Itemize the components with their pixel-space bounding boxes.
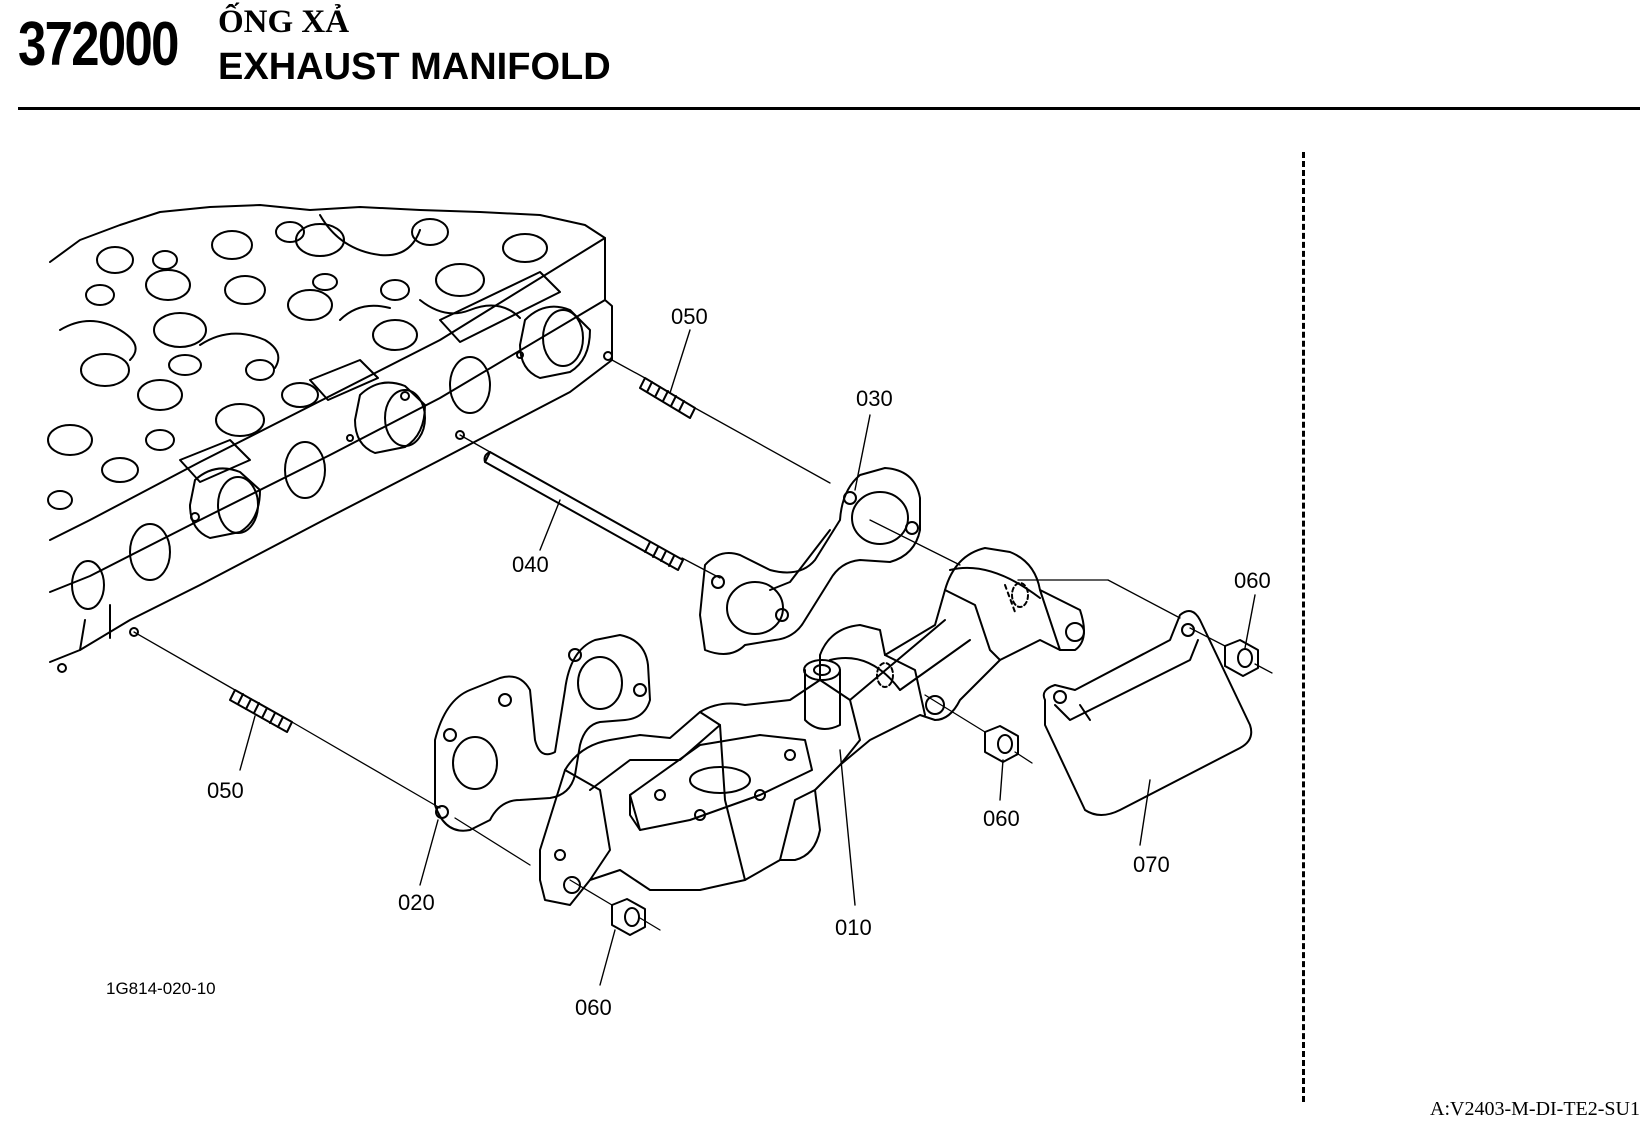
callout-060-middle: 060 xyxy=(983,806,1020,831)
title-vietnamese: ỐNG XẢ xyxy=(218,4,350,40)
title-english: EXHAUST MANIFOLD xyxy=(218,46,611,88)
header-rule xyxy=(18,107,1640,110)
nut-060-bottom xyxy=(611,898,646,936)
callout-050-left: 050 xyxy=(207,778,244,803)
long-stud-040 xyxy=(483,451,684,571)
callout-050-top: 050 xyxy=(671,304,708,329)
callout-060-bottom: 060 xyxy=(575,995,612,1020)
callout-060-right: 060 xyxy=(1234,568,1271,593)
callout-020: 020 xyxy=(398,890,435,915)
exhaust-manifold-010 xyxy=(539,547,1085,906)
gasket-020 xyxy=(434,634,651,832)
stud-050-left xyxy=(229,689,293,733)
header: 372000 ỐNG XẢ EXHAUST MANIFOLD xyxy=(0,0,1650,112)
gasket-030 xyxy=(699,467,921,655)
assembly-lines xyxy=(133,359,1273,931)
dashed-divider xyxy=(1302,152,1305,1102)
heat-shield-070 xyxy=(1042,610,1253,816)
page-code: A:V2403-M-DI-TE2-SU1 xyxy=(1430,1098,1640,1120)
leader-lines xyxy=(239,329,1256,986)
stud-050-top xyxy=(639,377,696,419)
cylinder-head xyxy=(47,204,613,673)
callout-040: 040 xyxy=(512,552,549,577)
section-code: 372000 xyxy=(18,10,179,79)
drawing-number: 1G814-020-10 xyxy=(106,979,216,998)
callout-010: 010 xyxy=(835,915,872,940)
nut-060-middle xyxy=(984,725,1019,763)
callout-070: 070 xyxy=(1133,852,1170,877)
nut-060-right xyxy=(1224,639,1259,677)
callout-030: 030 xyxy=(856,386,893,411)
